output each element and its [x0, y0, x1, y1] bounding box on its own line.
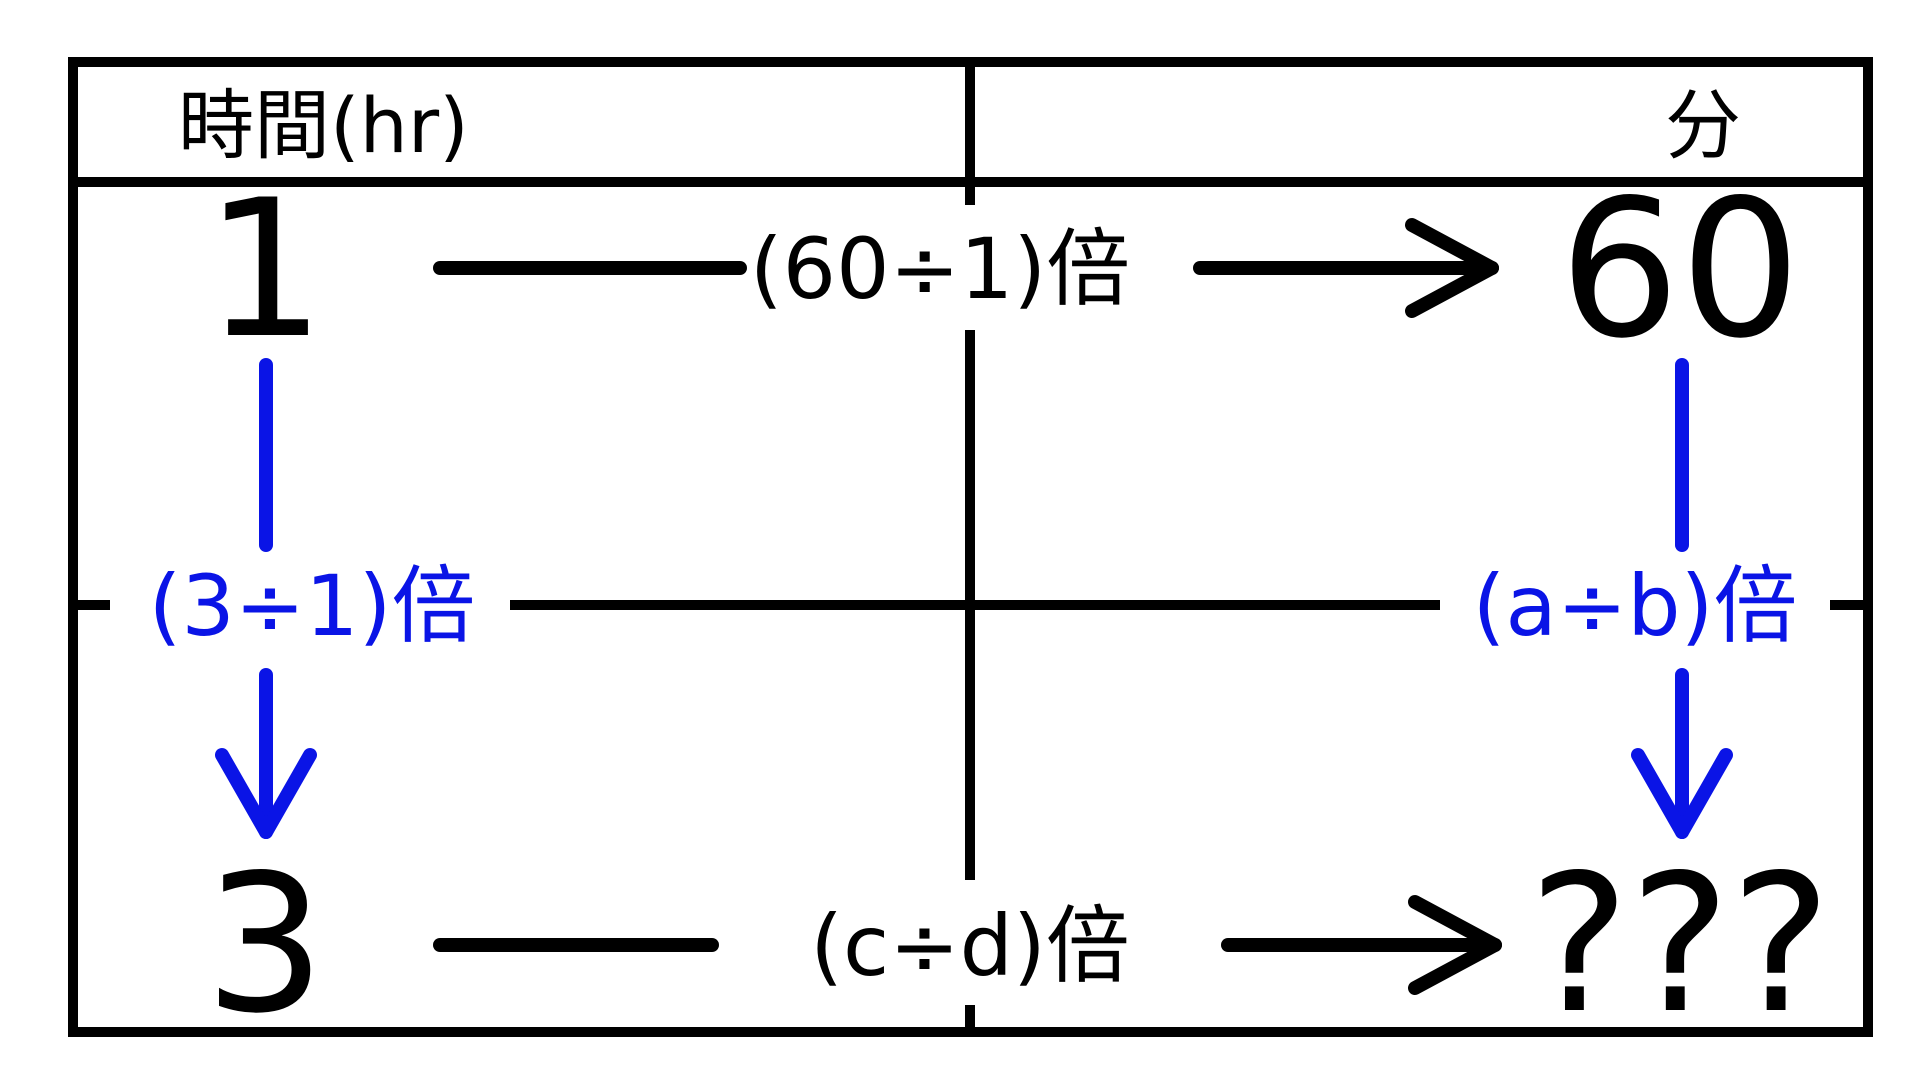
- value-top-right: 60: [1559, 159, 1801, 380]
- bottom-arrow-label: (c÷d)倍: [810, 897, 1129, 995]
- bottom-arrow: [433, 895, 1502, 995]
- left-arrow-head-icon: [215, 748, 317, 839]
- right-arrow-head-icon: [1631, 748, 1733, 839]
- table-grid: [68, 57, 1873, 1037]
- value-bottom-right: ???: [1529, 834, 1832, 1055]
- header-right-label: 分: [1665, 81, 1741, 170]
- header-left-label: 時間(hr): [178, 81, 469, 170]
- top-arrow-label: (60÷1)倍: [750, 220, 1130, 318]
- bottom-arrow-head-icon: [1408, 895, 1502, 995]
- right-arrow-label: (a÷b)倍: [1473, 557, 1798, 655]
- value-top-left: 1: [205, 159, 326, 380]
- top-arrow: [433, 218, 1499, 318]
- top-arrow-head-icon: [1405, 218, 1499, 318]
- left-arrow-label: (3÷1)倍: [149, 557, 476, 655]
- right-arrow: [1631, 358, 1733, 839]
- left-arrow: [215, 358, 317, 839]
- value-bottom-left: 3: [205, 834, 326, 1055]
